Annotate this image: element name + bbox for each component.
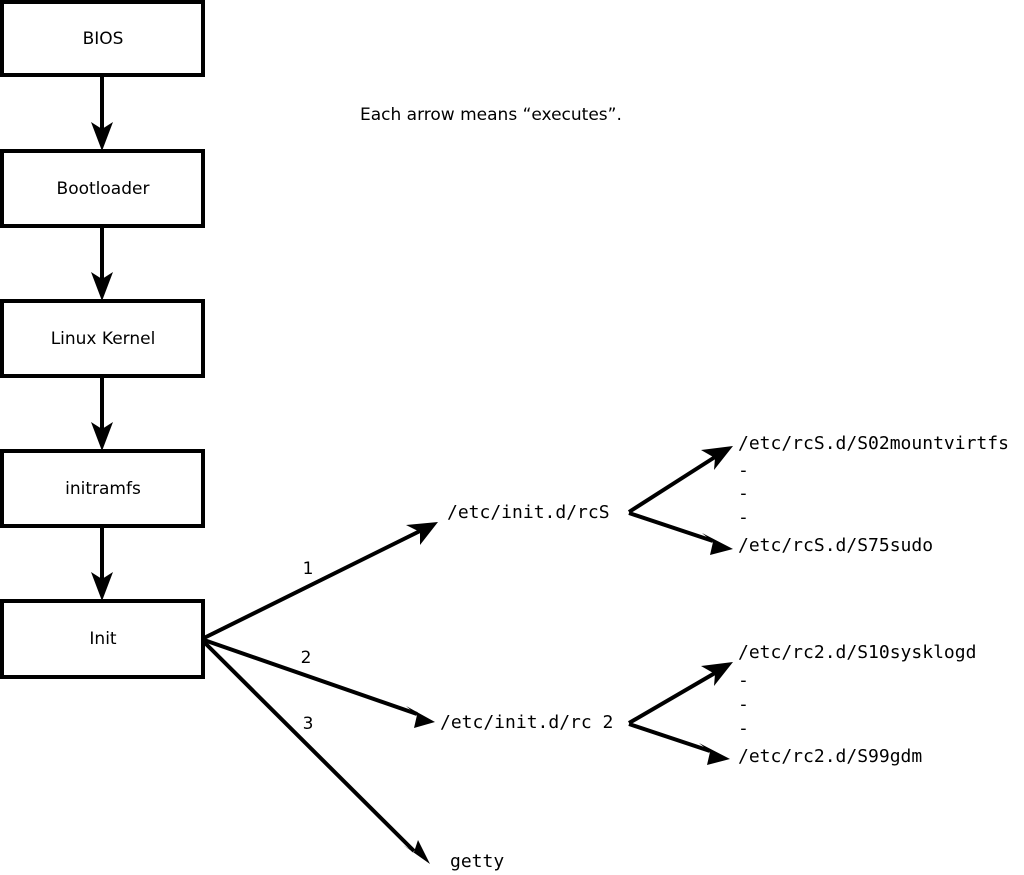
- box-kernel-label: Linux Kernel: [51, 329, 156, 349]
- arrowhead-bios-bootloader: [91, 122, 113, 151]
- connector-rcs-first: [627, 455, 717, 514]
- init-fanout-arrow-2: 2: [203, 638, 435, 728]
- rc2-ellipsis-3: -: [738, 718, 749, 739]
- arrowhead-init-getty: [403, 840, 430, 864]
- arrowhead-bootloader-kernel: [91, 272, 113, 301]
- box-kernel[interactable]: Linux Kernel: [0, 299, 205, 378]
- init-fanout-arrow-3: 3: [202, 640, 430, 864]
- connector-init-rc2: [203, 638, 418, 716]
- box-bios-label: BIOS: [83, 29, 124, 49]
- arrowhead-init-rc2: [406, 706, 435, 728]
- legend-note: Each arrow means “executes”.: [360, 105, 622, 125]
- rc2-child-first: /etc/rc2.d/S10sysklogd: [738, 642, 976, 663]
- rcs-fork: [627, 446, 733, 555]
- edge-number-1: 1: [303, 559, 314, 579]
- rcs-ellipsis-1: -: [738, 460, 749, 481]
- rc2-child-last: /etc/rc2.d/S99gdm: [738, 746, 922, 767]
- connector-rcs-last: [628, 511, 714, 543]
- edge-number-2: 2: [301, 648, 312, 668]
- chain-connectors: [91, 75, 113, 601]
- arrowhead-kernel-initramfs: [91, 422, 113, 451]
- script-label-rcs: /etc/init.d/rcS: [447, 502, 610, 523]
- arrowhead-rc2-last: [699, 743, 730, 765]
- box-initramfs[interactable]: initramfs: [0, 449, 205, 528]
- script-label-getty: getty: [450, 851, 504, 872]
- arrowhead-init-rcs: [406, 522, 438, 545]
- box-initramfs-rect: [0, 449, 205, 528]
- rcs-child-first: /etc/rcS.d/S02mountvirtfs: [738, 433, 1009, 454]
- connector-rc2-first: [627, 671, 717, 725]
- connector-init-getty: [202, 640, 416, 853]
- box-init-label: Init: [89, 629, 117, 649]
- rcs-ellipsis-3: -: [738, 507, 749, 528]
- script-label-rc2: /etc/init.d/rc 2: [440, 712, 613, 733]
- box-init-rect: [0, 599, 205, 679]
- arrowhead-initramfs-init: [91, 572, 113, 601]
- box-bios-rect: [0, 0, 205, 77]
- rcs-child-last: /etc/rcS.d/S75sudo: [738, 535, 933, 556]
- box-bootloader-label: Bootloader: [57, 179, 150, 199]
- rcs-ellipsis-2: -: [738, 483, 749, 504]
- box-initramfs-label: initramfs: [65, 479, 141, 499]
- box-bootloader[interactable]: Bootloader: [0, 149, 205, 228]
- connector-rc2-last: [628, 722, 711, 753]
- connector-init-rcs: [203, 529, 421, 640]
- edge-number-3: 3: [303, 714, 314, 734]
- box-bootloader-rect: [0, 149, 205, 228]
- box-kernel-rect: [0, 299, 205, 378]
- arrowhead-rcs-first: [701, 446, 733, 470]
- init-fanout-arrow-1: 1: [203, 522, 438, 640]
- box-bios[interactable]: BIOS: [0, 0, 205, 77]
- rc2-ellipsis-1: -: [738, 670, 749, 691]
- arrowhead-rcs-last: [702, 533, 733, 555]
- arrowhead-rc2-first: [701, 662, 733, 686]
- rc2-ellipsis-2: -: [738, 694, 749, 715]
- rc2-fork: [627, 662, 733, 765]
- box-init[interactable]: Init: [0, 599, 205, 679]
